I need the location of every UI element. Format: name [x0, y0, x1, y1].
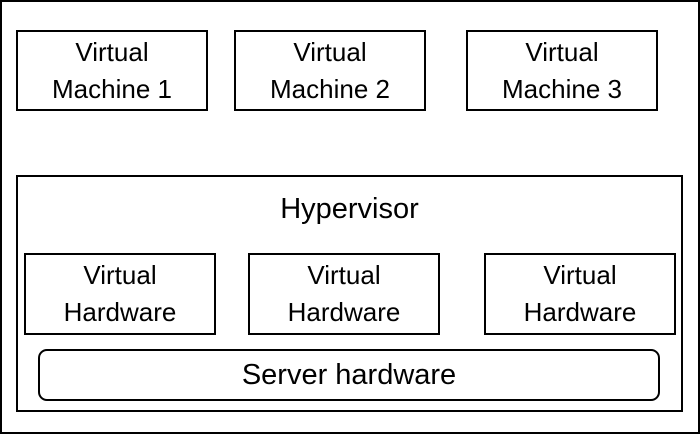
virtual-machine-3-line1: Virtual: [525, 36, 599, 67]
virtual-machine-2-line1: Virtual: [293, 36, 367, 67]
virtual-machine-1-line1: Virtual: [75, 36, 149, 67]
hypervisor-box: Hypervisor Virtual Hardware Virtual Hard…: [16, 175, 683, 412]
hypervisor-title: Hypervisor: [280, 193, 419, 225]
virtual-machine-2-line2: Machine 2: [270, 73, 390, 104]
virtual-hardware-1-line1: Virtual: [83, 260, 157, 290]
virtual-hardware-2-box: Virtual Hardware: [248, 253, 440, 335]
virtual-hardware-3-line2: Hardware: [523, 297, 637, 327]
virtual-machine-3-line2: Machine 3: [502, 73, 622, 104]
server-hardware-label: Server hardware: [241, 358, 457, 391]
virtual-hardware-1-box: Virtual Hardware: [24, 253, 216, 335]
virtual-machine-2-box: Virtual Machine 2: [234, 30, 426, 111]
virtual-machine-3-box: Virtual Machine 3: [466, 30, 658, 111]
virtual-hardware-1-line2: Hardware: [63, 297, 177, 327]
virtual-machine-1-line2: Machine 1: [52, 73, 172, 104]
virtual-hardware-2-line2: Hardware: [287, 297, 401, 327]
virtual-hardware-3-line1: Virtual: [543, 260, 617, 290]
virtual-hardware-2-line1: Virtual: [307, 260, 381, 290]
virtual-machine-1-box: Virtual Machine 1: [16, 30, 208, 111]
server-hardware-box: Server hardware: [38, 349, 660, 401]
virtual-hardware-3-box: Virtual Hardware: [484, 253, 676, 335]
